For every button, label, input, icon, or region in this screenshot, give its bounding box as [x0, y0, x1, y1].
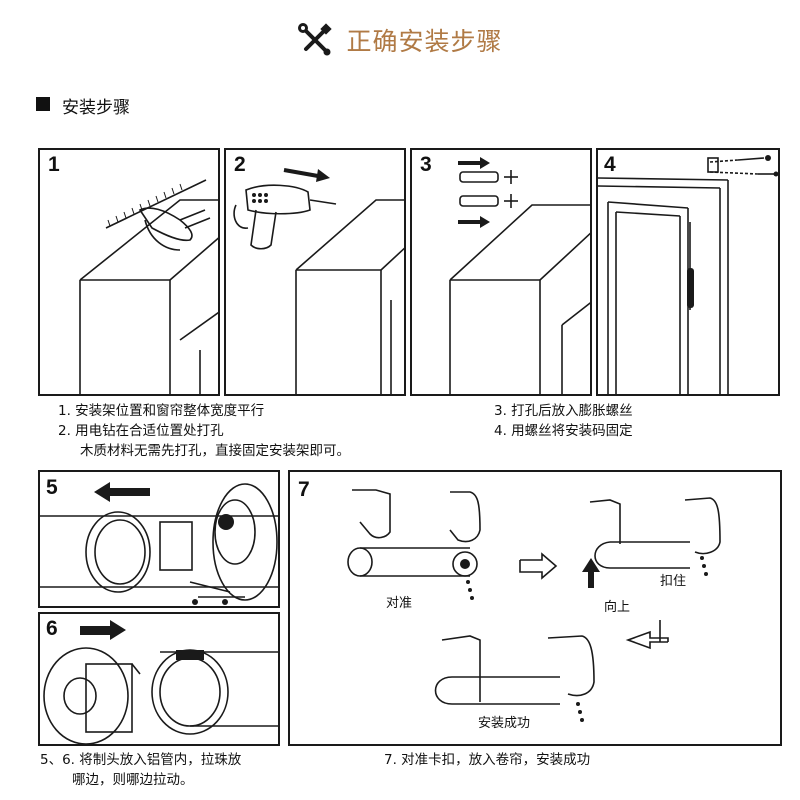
step-6-illustration: [43, 620, 278, 744]
step-5-number: 5: [46, 476, 58, 499]
caption-step-5-6: 5、6. 将制头放入铝管内，拉珠放: [40, 752, 242, 768]
step-5-illustration: [40, 482, 278, 605]
caption-step-7: 7. 对准卡扣，放入卷帘，安装成功: [384, 752, 591, 768]
section-marker: [36, 97, 50, 111]
caption-step-5-6-cont: 哪边，则哪边拉动。: [72, 772, 194, 788]
step-4-panel: 4: [596, 148, 780, 396]
right-arrow-icon: [283, 168, 330, 182]
step-6-panel: 6: [38, 612, 280, 746]
step-3-illustration: [449, 157, 590, 394]
step-3-number: 3: [420, 153, 432, 176]
label-align: 对准: [386, 596, 413, 611]
caption-step-4: 4. 用螺丝将安装码固定: [494, 423, 633, 439]
step-2-panel: 2: [224, 148, 406, 396]
step-4-illustration: [598, 155, 778, 394]
step-4-number: 4: [604, 153, 616, 176]
step-6-number: 6: [46, 617, 58, 640]
caption-step-1: 1. 安装架位置和窗帘整体宽度平行: [58, 403, 265, 419]
caption-step-3: 3. 打孔后放入膨胀螺丝: [494, 403, 633, 419]
step-1-illustration: [79, 179, 218, 394]
step-2-illustration: [233, 168, 404, 394]
label-done: 安装成功: [478, 716, 531, 731]
tools-icon: [298, 23, 333, 56]
step-7-number: 7: [298, 478, 310, 501]
step-2-number: 2: [234, 153, 246, 176]
step-5-panel: 5: [38, 470, 280, 608]
step-1-number: 1: [48, 153, 60, 176]
step-7-panel: 7 对准 向上 扣住 安装成功: [288, 470, 782, 746]
label-up: 向上: [604, 600, 631, 615]
title-bar: 正确安装步骤: [0, 22, 800, 70]
caption-step-2: 2. 用电钻在合适位置处打孔: [58, 423, 224, 439]
step-7-illustration: [347, 489, 721, 722]
caption-step-2-note: 木质材料无需先打孔，直接固定安装架即可。: [80, 443, 350, 459]
right-arrow-icon: [80, 620, 126, 640]
step-3-panel: 3: [410, 148, 592, 396]
step-1-panel: 1: [38, 148, 220, 396]
section-heading: 安装步骤: [62, 98, 130, 118]
page-title: 正确安装步骤: [346, 27, 503, 56]
label-clip: 扣住: [660, 574, 687, 589]
